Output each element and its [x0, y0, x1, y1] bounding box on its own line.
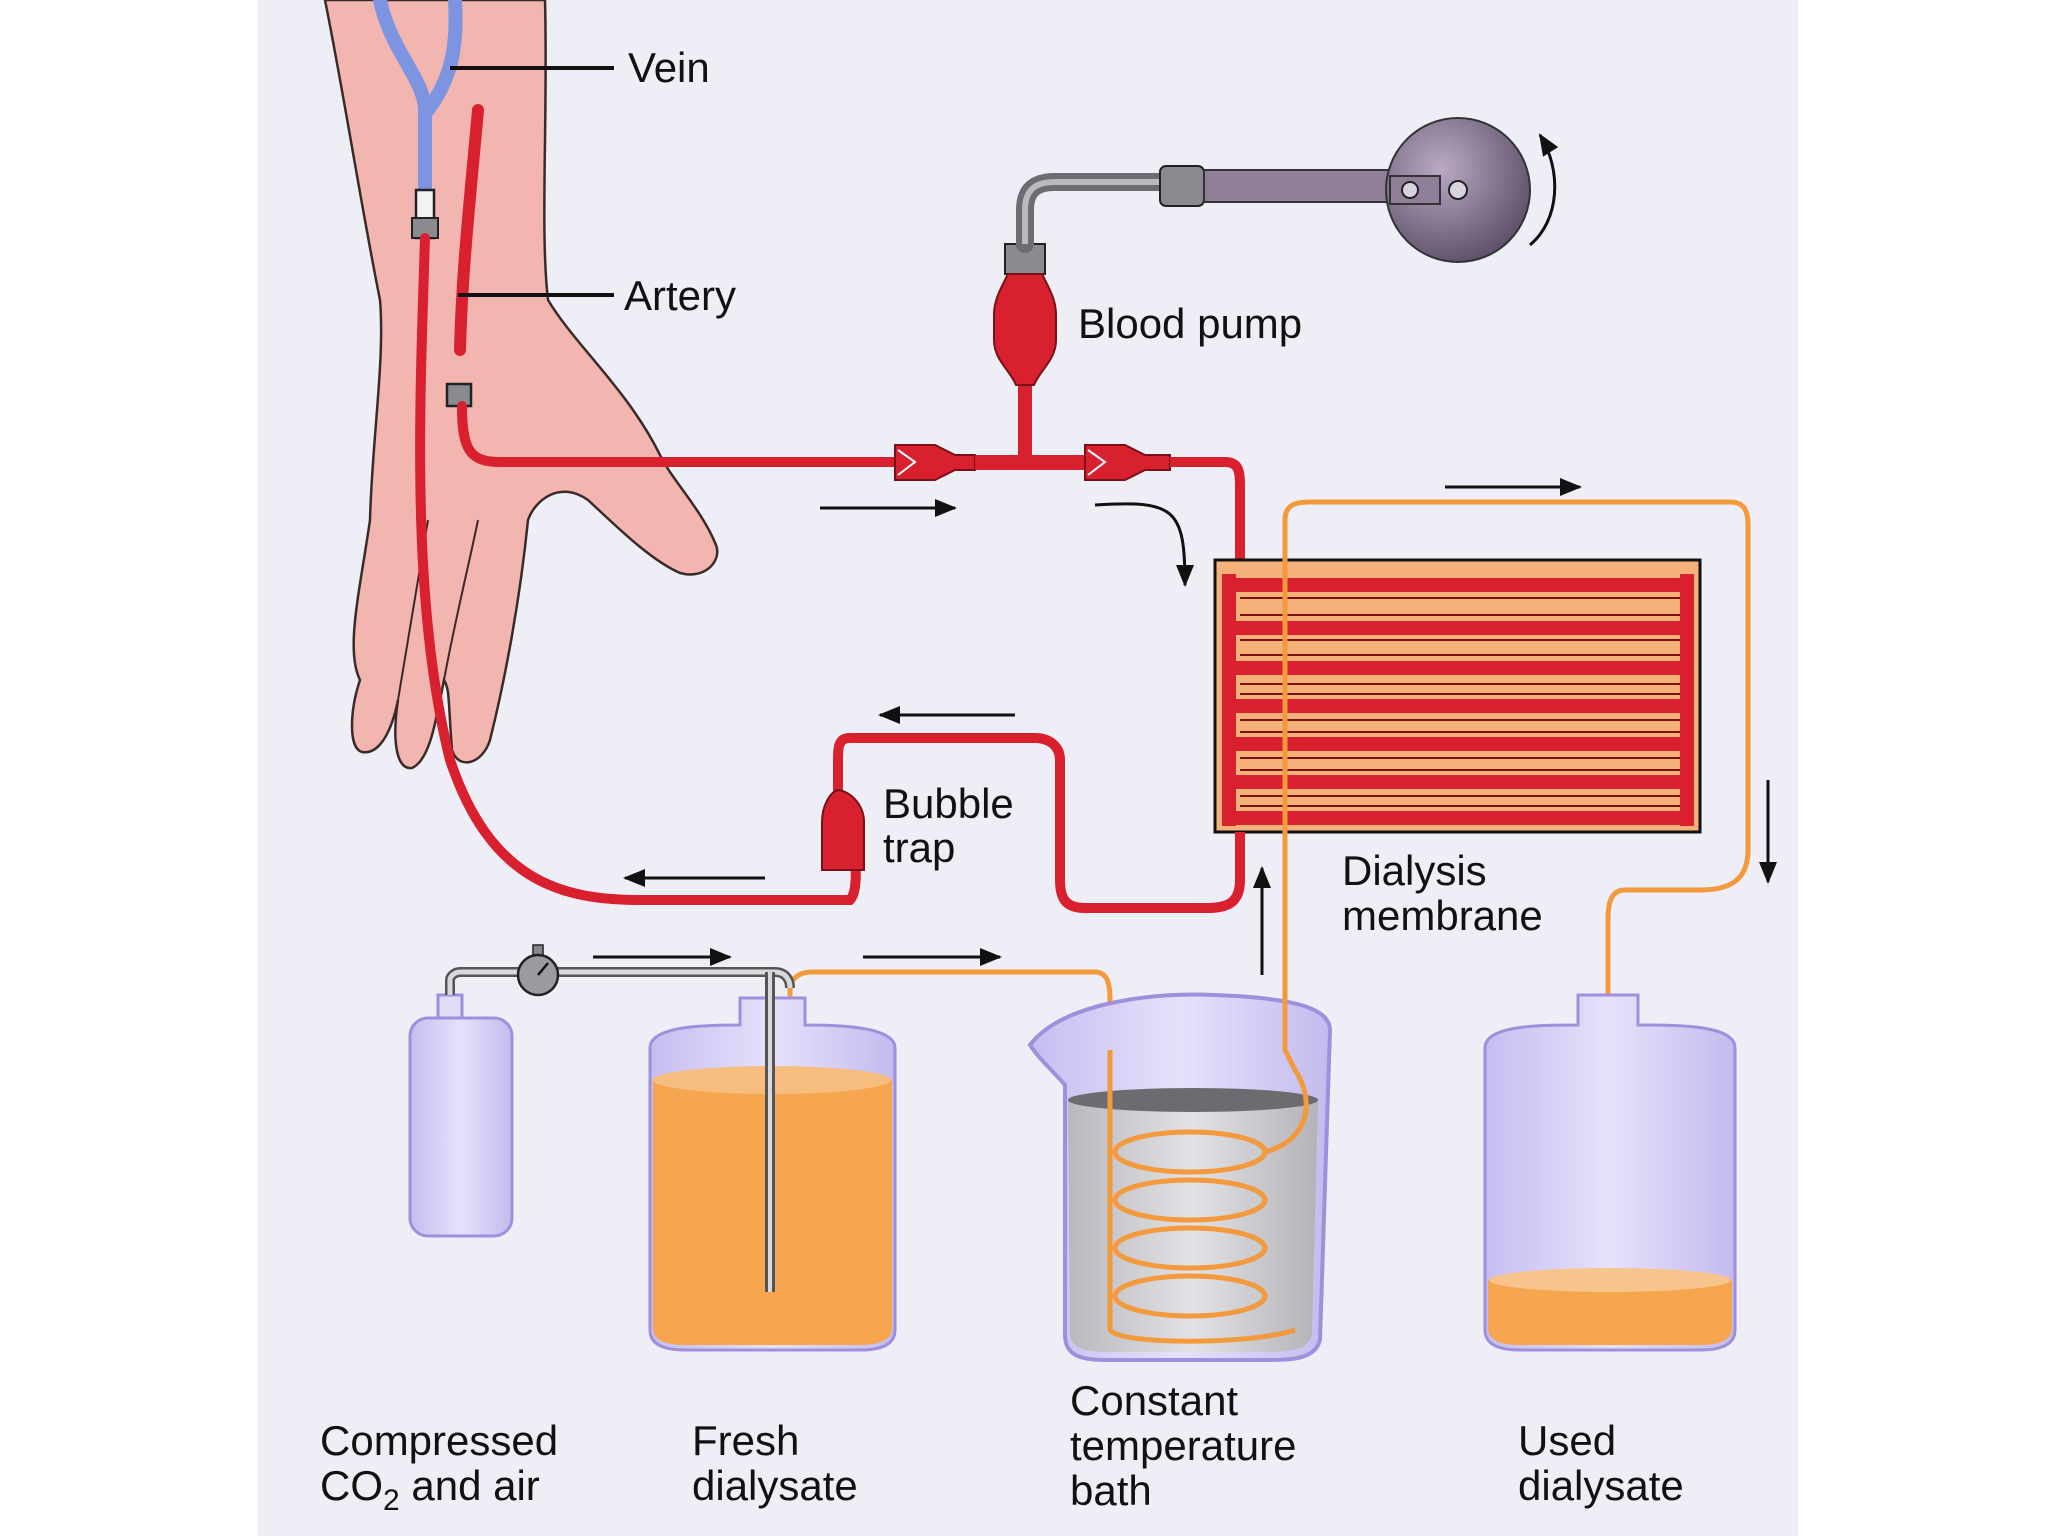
pump-shaft: [1203, 169, 1405, 203]
dialysis-membrane-unit: [1213, 558, 1702, 834]
bubble-trap-label-line2: trap: [883, 824, 955, 871]
used-dialysate-label-line2: dialysate: [1518, 1462, 1684, 1509]
bubble-trap-label-line1: Bubble: [883, 780, 1014, 827]
used-dialysate-label-line1: Used: [1518, 1417, 1616, 1464]
bath-label-line1: Constant: [1070, 1377, 1238, 1424]
compressed-gas-label-line2: CO2 and air: [320, 1462, 540, 1517]
rotation-arrow-icon: [1529, 133, 1559, 247]
artery-vessel: [454, 104, 484, 356]
line-connector: [1084, 444, 1171, 481]
fresh-dialysate-label-line2: dialysate: [692, 1462, 858, 1509]
bubble-trap: [821, 788, 865, 871]
flow-arrow-icon: [593, 478, 1777, 975]
constant-temperature-bath: [1027, 985, 1333, 1362]
line-to-dialyzer: [1170, 457, 1245, 580]
dialysate-out-line: [1282, 499, 1751, 1265]
vein-label: Vein: [628, 44, 710, 91]
venous-return-line: [415, 233, 861, 905]
pressure-gauge-icon: [516, 944, 560, 997]
bath-label-line3: bath: [1070, 1467, 1152, 1514]
bath-label-line2: temperature: [1070, 1422, 1296, 1469]
arterial-line: [457, 401, 905, 467]
compressed-gas-cylinder: [408, 993, 514, 1238]
artery-label: Artery: [624, 272, 736, 319]
pump-drip-chamber: [993, 243, 1057, 386]
pump-coupling: [1159, 165, 1205, 207]
dialysis-membrane-label-line2: membrane: [1342, 892, 1543, 939]
fresh-dialysate-label-line1: Fresh: [692, 1417, 799, 1464]
dialyzer-outlet-line: [833, 733, 1245, 913]
compressed-gas-label-line1: Compressed: [320, 1417, 558, 1464]
vein-vessel: [373, 0, 463, 205]
dialysis-membrane-label-line1: Dialysis: [1342, 847, 1487, 894]
used-dialysate-jar: [1483, 993, 1737, 1352]
blood-pump-label: Blood pump: [1078, 300, 1302, 347]
